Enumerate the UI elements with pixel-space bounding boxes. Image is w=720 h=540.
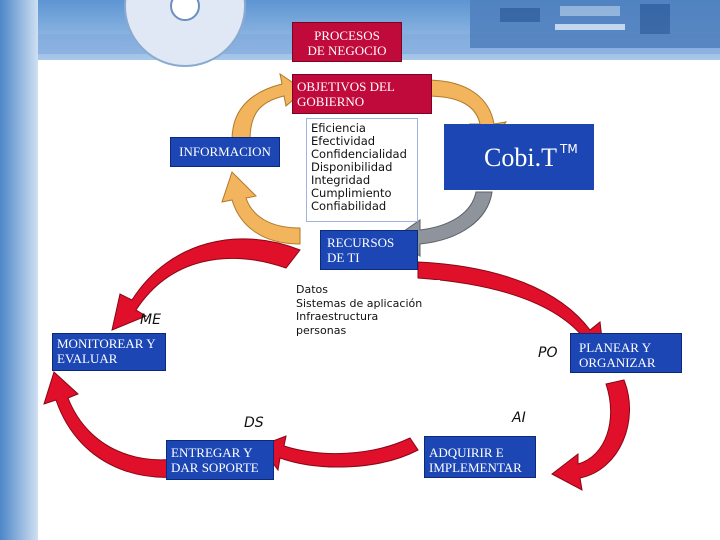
objetivos-line-2: GOBIERNO [297, 94, 365, 109]
recursos-ti-line-2: DE TI [327, 250, 360, 265]
criterio-item: Disponibilidad [311, 160, 393, 174]
me-abbr: ME [140, 312, 161, 328]
left-band [0, 0, 38, 540]
informacion-label: INFORMACION [179, 144, 271, 159]
criterios-list: Eficiencia Efectividad Confidencialidad … [306, 118, 418, 222]
po-line-1: PLANEAR Y [579, 340, 652, 355]
red-arrow-bottom-right [551, 379, 630, 491]
objetivos-line-1: OBJETIVOS DEL [297, 79, 395, 94]
cd-disc-icon [124, 0, 246, 67]
red-arrow-bottom-mid [259, 435, 419, 472]
me-line-2: EVALUAR [57, 351, 118, 366]
ai-line-1: ADQUIRIR E [429, 445, 504, 460]
red-arrow-top-left [111, 238, 301, 331]
objetivos-gobierno-box: OBJETIVOS DEL GOBIERNO [292, 74, 432, 114]
criterio-item: Eficiencia [311, 121, 366, 135]
recurso-item: Sistemas de aplicación [296, 296, 423, 310]
ds-line-1: ENTREGAR Y [171, 445, 253, 460]
criterio-item: Cumplimiento [311, 186, 392, 200]
recursos-ti-line-1: RECURSOS [327, 235, 395, 250]
ai-abbr: AI [512, 410, 526, 426]
me-line-1: MONITOREAR Y [57, 336, 156, 351]
cobit-name: Cobi.T [484, 143, 557, 172]
ds-line-2: DAR SOPORTE [171, 460, 259, 475]
recurso-item: Infraestructura [296, 310, 379, 323]
adquirir-implementar-box: ADQUIRIR E IMPLEMENTAR [424, 436, 536, 478]
ai-line-2: IMPLEMENTAR [429, 460, 522, 475]
cobit-trademark: TM [560, 142, 578, 156]
procesos-negocio-box: PROCESOS DE NEGOCIO [292, 22, 402, 62]
po-abbr: PO [538, 345, 558, 361]
criterio-item: Confiabilidad [311, 199, 387, 213]
recurso-item: Datos [296, 283, 328, 296]
po-line-2: ORGANIZAR [579, 355, 656, 370]
cobit-box: Cobi.T TM [444, 124, 594, 190]
recursos-list: Datos Sistemas de aplicación Infraestruc… [292, 280, 440, 340]
criterio-item: Integridad [311, 173, 371, 187]
procesos-line-1: PROCESOS [314, 28, 380, 43]
recurso-item: personas [296, 323, 347, 337]
orange-arrow-bottom-left [221, 171, 301, 245]
entregar-soporte-box: ENTREGAR Y DAR SOPORTE [166, 440, 274, 480]
procesos-line-2: DE NEGOCIO [307, 43, 387, 58]
monitorear-evaluar-box: MONITOREAR Y EVALUAR [52, 333, 166, 371]
recursos-ti-box: RECURSOS DE TI [320, 230, 418, 270]
circuit-board-icon [470, 0, 720, 48]
informacion-box: INFORMACION [170, 137, 280, 167]
criterio-item: Confidencialidad [311, 147, 407, 161]
criterio-item: Efectividad [311, 134, 376, 148]
planear-organizar-box: PLANEAR Y ORGANIZAR [570, 333, 682, 373]
ds-abbr: DS [244, 415, 264, 431]
